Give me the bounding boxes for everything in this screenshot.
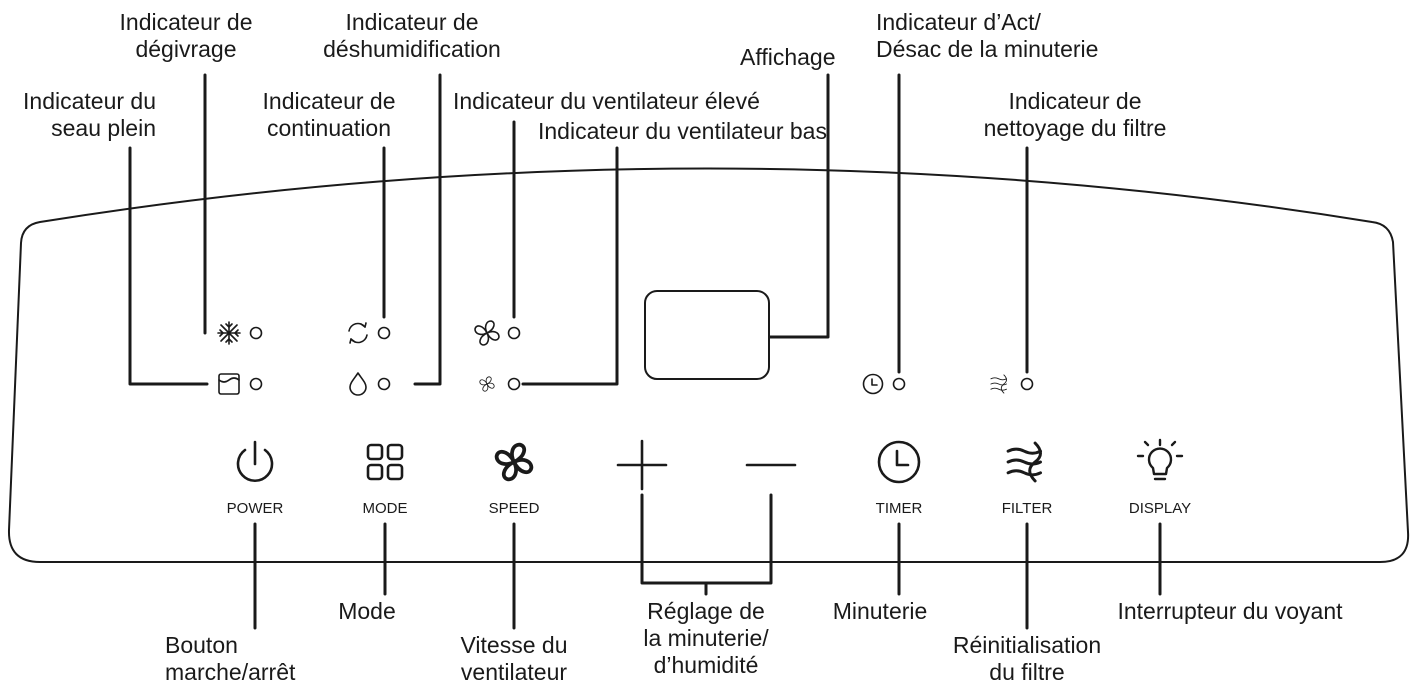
power-button-label: POWER <box>226 500 284 517</box>
leader-fan-low <box>521 146 619 386</box>
led-fan-high <box>507 326 521 340</box>
callout-timer: Minuterie <box>832 598 928 624</box>
filter-waves-icon <box>1006 441 1042 483</box>
led-timer <box>892 377 906 391</box>
led-full-bucket <box>249 377 263 391</box>
water-drop-icon <box>349 372 367 396</box>
led-filter <box>1020 377 1034 391</box>
callout-display: Affichage <box>740 44 836 70</box>
speed-button-label: SPEED <box>488 500 540 517</box>
display-window <box>644 290 770 380</box>
panel-outline <box>7 167 1410 563</box>
indicator-leds <box>249 326 1034 391</box>
fan-small-icon <box>479 376 495 392</box>
callout-display-switch: Interrupteur du voyant <box>1117 598 1343 624</box>
light-bulb-icon <box>1136 438 1184 481</box>
filter-waves-icon <box>990 374 1007 394</box>
callout-fan-low: Indicateur du ventilateur bas <box>538 118 827 144</box>
led-continuous <box>377 326 391 340</box>
mode-button-label: MODE <box>362 500 408 517</box>
leader-lines-top <box>128 73 1029 386</box>
cycle-arrows-icon <box>348 322 368 344</box>
clock-icon <box>877 440 921 484</box>
minus-button[interactable] <box>741 435 801 495</box>
callout-fan-high: Indicateur du ventilateur élevé <box>453 88 760 114</box>
display-button-label: DISPLAY <box>1128 500 1192 517</box>
fan-large-icon <box>474 320 500 346</box>
led-defrost <box>249 326 263 340</box>
callout-timer-onoff: Indicateur d’Act/Désac de la minuterie <box>876 9 1099 62</box>
led-dehumidify <box>377 377 391 391</box>
clock-icon <box>862 373 884 395</box>
plus-button[interactable] <box>612 435 672 495</box>
callout-mode: Mode <box>338 598 396 624</box>
power-icon <box>236 440 274 482</box>
leader-plus-minus <box>640 493 773 585</box>
led-fan-low <box>507 377 521 391</box>
fan-icon <box>494 442 534 482</box>
timer-button-label: TIMER <box>875 500 923 517</box>
plus-icon <box>616 439 668 491</box>
filter-button-label: FILTER <box>1001 500 1053 517</box>
leader-dehumidify <box>413 73 442 386</box>
leader-display <box>768 73 830 339</box>
four-squares-icon <box>366 443 404 481</box>
bucket-icon <box>218 373 240 395</box>
snowflake-icon <box>217 321 241 345</box>
leader-lines-bottom <box>253 493 1162 630</box>
leader-full-bucket <box>128 146 209 386</box>
